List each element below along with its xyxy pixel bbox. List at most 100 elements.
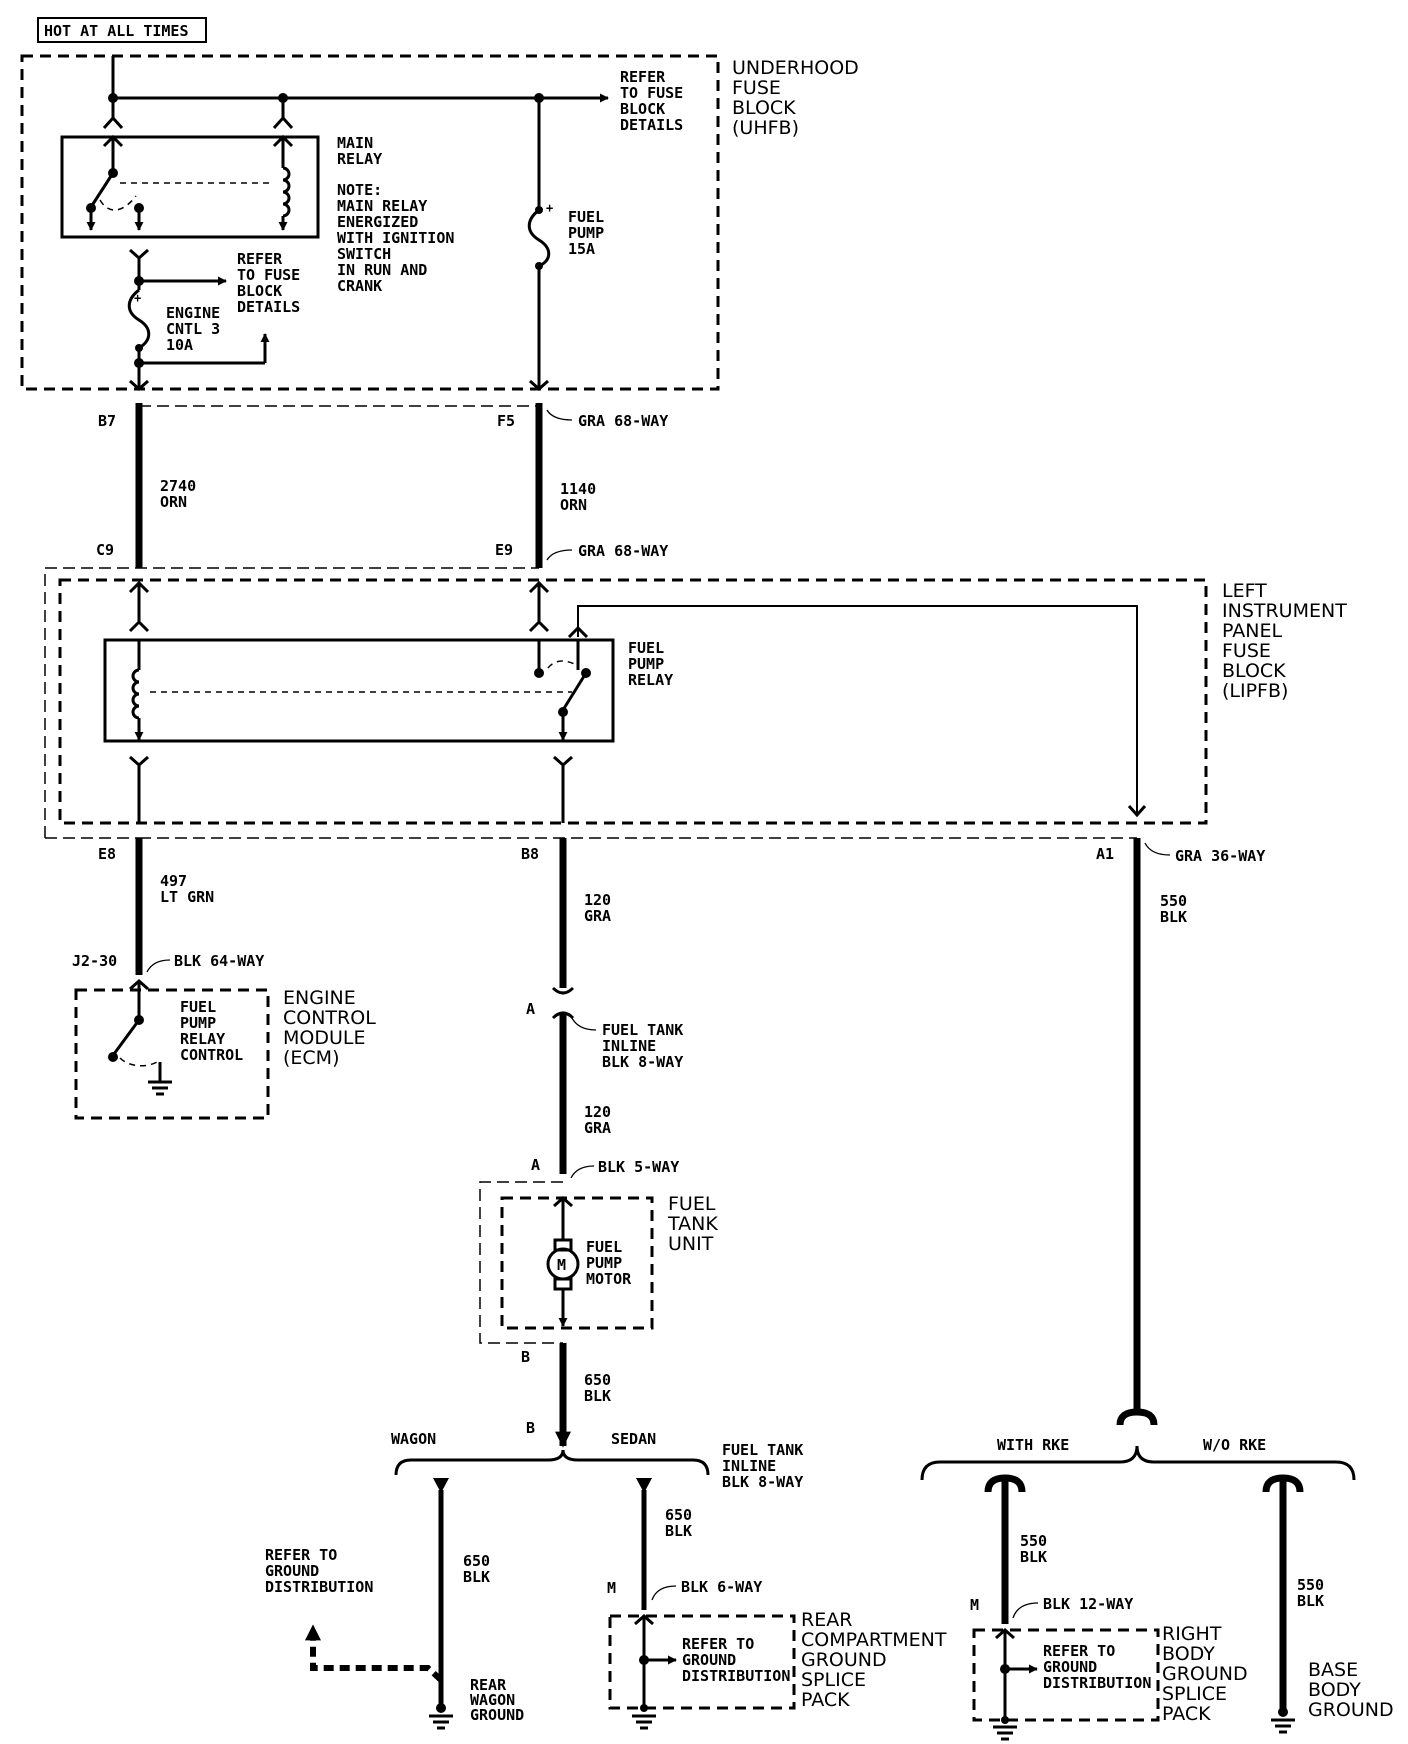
svg-text:DISTRIBUTION: DISTRIBUTION [1043, 1674, 1151, 1692]
ecm-title: ENGINE CONTROL MODULE (ECM) [283, 987, 376, 1069]
option-sedan-label: SEDAN [611, 1430, 656, 1448]
svg-text:TANK: TANK [667, 1213, 718, 1235]
svg-text:(LIPFB): (LIPFB) [1222, 680, 1288, 702]
wire-1140-label: 1140 ORN [560, 480, 596, 514]
engine-cntl-fuse-label: ENGINE CNTL 3 10A [166, 304, 220, 354]
lipfb-boundary [58, 578, 1208, 825]
svg-text:BLK: BLK [665, 1522, 692, 1540]
svg-text:SWITCH: SWITCH [337, 245, 391, 263]
svg-text:BLK: BLK [1160, 908, 1187, 926]
wire-650-main-label: 650 BLK [584, 1371, 611, 1405]
svg-text:INLINE: INLINE [722, 1457, 776, 1475]
svg-text:(UHFB): (UHFB) [732, 117, 799, 139]
connector-68way-upper-label: GRA 68-WAY [578, 412, 668, 430]
svg-text:FUEL: FUEL [668, 1193, 716, 1215]
svg-text:REFER TO: REFER TO [1043, 1642, 1115, 1660]
svg-text:120: 120 [584, 891, 611, 909]
option-brace-rke [920, 1445, 1356, 1481]
sedan-connector [636, 1478, 652, 1493]
svg-text:FUEL: FUEL [628, 639, 664, 657]
svg-text:REFER TO: REFER TO [265, 1546, 337, 1564]
svg-text:IN RUN AND: IN RUN AND [337, 261, 427, 279]
svg-text:ENGINE: ENGINE [283, 987, 356, 1009]
svg-text:GROUND: GROUND [682, 1651, 736, 1669]
uhfb-refer-top-label: REFER TO FUSE BLOCK DETAILS [620, 68, 683, 134]
svg-text:DETAILS: DETAILS [237, 298, 300, 316]
svg-text:BLOCK: BLOCK [732, 97, 796, 119]
pin-a1: A1 [1096, 845, 1114, 863]
connector-inline-8way-upper [551, 986, 575, 1020]
connector-36way-label: GRA 36-WAY [1175, 847, 1265, 865]
pin-e9: E9 [495, 541, 513, 559]
svg-text:PACK: PACK [801, 1689, 850, 1711]
fuel-pump-relay-box [103, 638, 615, 743]
svg-text:GROUND: GROUND [801, 1649, 887, 1671]
lipfb-outputs [129, 755, 1137, 839]
wo-rke-connector [1262, 1474, 1304, 1493]
connector-68way-upper-leader [546, 409, 573, 421]
option-with-rke-label: WITH RKE [997, 1436, 1069, 1454]
svg-text:GROUND: GROUND [1162, 1663, 1248, 1685]
svg-text:550: 550 [1020, 1532, 1047, 1550]
svg-text:PACK: PACK [1162, 1703, 1211, 1725]
svg-text:497: 497 [160, 872, 187, 890]
main-relay-label: MAIN RELAY [337, 134, 382, 168]
svg-text:ORN: ORN [560, 496, 587, 514]
pin-b8: B8 [521, 845, 539, 863]
svg-text:NOTE:: NOTE: [337, 181, 382, 199]
main-relay-internals [86, 134, 294, 231]
engine-cntl-path: + [127, 248, 270, 392]
rke-split-connector [1116, 1408, 1158, 1426]
svg-text:BLOCK: BLOCK [1222, 660, 1286, 682]
connector-5way-leader [570, 1165, 595, 1179]
svg-text:650: 650 [463, 1552, 490, 1570]
svg-text:CRANK: CRANK [337, 277, 382, 295]
svg-text:GROUND: GROUND [470, 1706, 524, 1724]
svg-text:FUEL TANK: FUEL TANK [602, 1021, 683, 1039]
svg-text:REFER TO: REFER TO [682, 1635, 754, 1653]
wire-650-wagon-label: 650 BLK [463, 1552, 490, 1586]
right-splice-pack-title: RIGHT BODY GROUND SPLICE PACK [1162, 1623, 1248, 1725]
fuel-pump-relay-label: FUEL PUMP RELAY [628, 639, 673, 689]
svg-text:+: + [546, 201, 553, 215]
fuel-pump-fuse-path: + [527, 98, 553, 392]
svg-text:CNTL 3: CNTL 3 [166, 320, 220, 338]
fuel-tank-unit-boundary [500, 1196, 654, 1330]
main-relay-box [60, 135, 320, 239]
svg-text:TO FUSE: TO FUSE [620, 84, 683, 102]
svg-text:PUMP: PUMP [586, 1254, 622, 1272]
svg-text:MAIN: MAIN [337, 134, 373, 152]
wagon-connector [433, 1478, 449, 1493]
connector-36way-leader [1144, 842, 1171, 856]
svg-text:WAGON: WAGON [470, 1691, 515, 1709]
hot-at-all-times-box [37, 17, 207, 43]
fuel-pump-relay-internals [131, 640, 591, 741]
refer-ground-dashed-arrow [305, 1624, 444, 1683]
svg-text:BASE: BASE [1308, 1659, 1358, 1681]
svg-text:GROUND: GROUND [1043, 1658, 1097, 1676]
svg-text:15A: 15A [568, 240, 595, 258]
pin-m-right: M [970, 1596, 979, 1614]
svg-text:PUMP: PUMP [568, 224, 604, 242]
svg-text:650: 650 [665, 1506, 692, 1524]
option-wagon-label: WAGON [391, 1430, 436, 1448]
rear-splice-pack-internals [632, 1613, 677, 1730]
svg-text:REFER: REFER [620, 68, 666, 86]
right-splice-pack-boundary [972, 1628, 1160, 1722]
svg-text:FUEL: FUEL [180, 998, 216, 1016]
wire-650-sedan-label: 650 BLK [665, 1506, 692, 1540]
svg-text:REAR: REAR [801, 1609, 852, 1631]
svg-text:GRA: GRA [584, 1119, 611, 1137]
svg-text:BLK: BLK [1297, 1592, 1324, 1610]
svg-text:MAIN RELAY: MAIN RELAY [337, 197, 427, 215]
svg-text:LEFT: LEFT [1222, 580, 1267, 602]
svg-text:SPLICE: SPLICE [1162, 1683, 1227, 1705]
svg-text:CONTROL: CONTROL [180, 1046, 243, 1064]
svg-text:DISTRIBUTION: DISTRIBUTION [682, 1667, 790, 1685]
svg-text:GROUND: GROUND [265, 1562, 319, 1580]
connector-6way-leader [651, 1585, 677, 1601]
connector-64way-leader [146, 959, 171, 973]
wire-550-wo-rke-label: 550 BLK [1297, 1576, 1324, 1610]
svg-text:INLINE: INLINE [602, 1037, 656, 1055]
